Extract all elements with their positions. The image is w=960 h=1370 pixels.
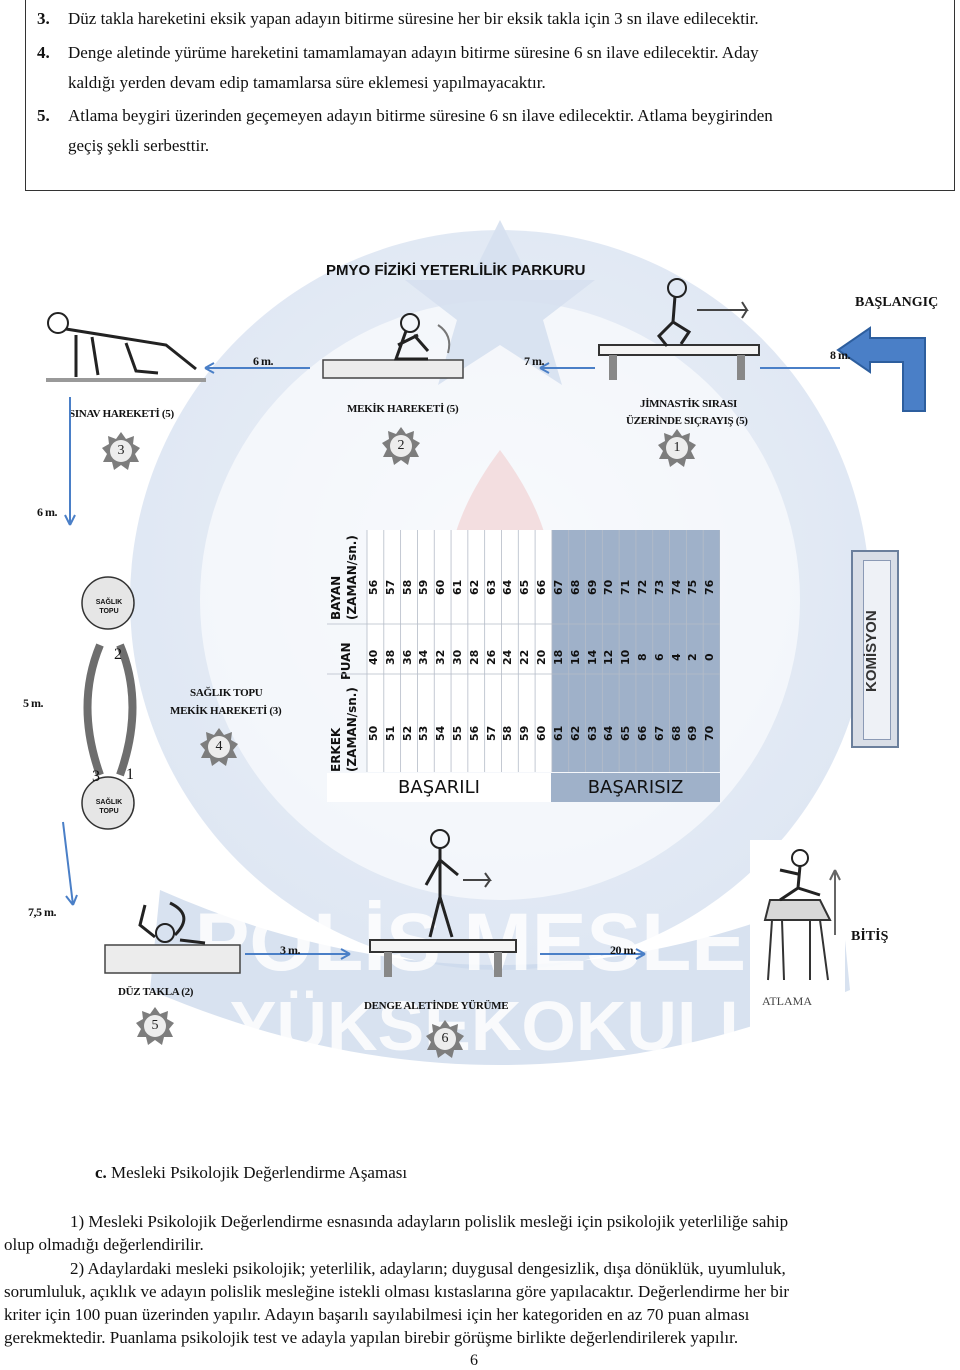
station-1-badge: 1 (657, 428, 697, 468)
distance-6m-left: 6 m. (37, 505, 58, 519)
station-2-badge: 2 (381, 426, 421, 466)
rule-4: 4.Denge aletinde yürüme hareketini tamam… (37, 43, 759, 62)
watermark-text-2: YÜKSEKOKULU (230, 987, 771, 1065)
watermark-ribbon (150, 890, 850, 1065)
station-7-label: ATLAMA (762, 994, 812, 1008)
para2-line2: sorumluluk, açıklık ve adayın polislik m… (4, 1282, 790, 1301)
distance-5m: 5 m. (23, 696, 44, 710)
distance-7-5m: 7,5 m. (28, 905, 57, 919)
para2-line4: gerekmektedir. Puanlama psikolojik test … (4, 1328, 739, 1347)
distance-20m: 20 m. (610, 943, 636, 957)
finish-label: BİTİŞ (851, 929, 889, 944)
distance-8m: 8 m. (830, 348, 851, 362)
station-1-label-1: JİMNASTİK SIRASI (640, 398, 737, 410)
cycle-number-3: 3 (92, 768, 100, 785)
fail-footer: BAŞARISIZ (551, 773, 720, 802)
rule-4-cont: kaldığı yerden devam edip tamamlarsa sür… (68, 73, 546, 92)
rule-5-cont: geçiş şekli serbesttir. (68, 136, 210, 155)
para2-line1: 2) Adaylardaki mesleki psikolojik; yeter… (70, 1259, 786, 1278)
section-heading: c. Mesleki Psikolojik Değerlendirme Aşam… (95, 1163, 408, 1182)
bench-jump-figure-icon (598, 278, 760, 380)
para2-line3: kriter için 100 puan üzerinden yapılır. … (4, 1305, 750, 1324)
cycle-number-2: 2 (114, 646, 122, 663)
station-4-badge: 4 (199, 727, 239, 767)
success-footer: BAŞARILI (327, 773, 551, 802)
para1-line2: olup olmadığı değerlendirilir. (4, 1235, 204, 1254)
station-2-label: MEKİK HAREKETİ (5) (347, 403, 459, 415)
rule-5: 5.Atlama beygiri üzerinden geçemeyen ada… (37, 106, 773, 125)
station-3-label: SINAV HAREKETİ (5) (69, 408, 174, 420)
left-arrow-down-1 (64, 397, 76, 526)
distance-3m: 3 m. (280, 943, 301, 957)
station-5-label: DÜZ TAKLA (2) (118, 986, 194, 998)
station-4-label-2: MEKİK HAREKETİ (3) (170, 705, 282, 717)
start-label: BAŞLANGIÇ (855, 295, 939, 310)
para1-line1: 1) Mesleki Psikolojik Değerlendirme esna… (70, 1212, 789, 1231)
station-1-label-2: ÜZERİNDE SIÇRAYIŞ (5) (626, 415, 748, 427)
top-row-arrows (204, 362, 840, 374)
distance-6m: 6 m. (253, 354, 274, 368)
distance-7m: 7 m. (524, 354, 545, 368)
bottom-row-arrows (245, 948, 646, 960)
page-number: 6 (470, 1352, 478, 1369)
commission-label: KOMİSYON (863, 610, 880, 692)
start-arrow-icon (836, 326, 926, 412)
rules-box (25, 0, 955, 191)
station-3-badge: 3 (101, 431, 141, 471)
rule-3: 3.Düz takla hareketini eksik yapan adayı… (37, 9, 759, 28)
station-4-label-1: SAĞLIK TOPU (190, 687, 263, 699)
commission-box: KOMİSYON (851, 550, 899, 748)
station-6-badge: 6 (425, 1019, 465, 1059)
medicine-ball-cycle (81, 576, 137, 830)
parkur-title: PMYO FİZİKİ YETERLİLİK PARKURU (326, 262, 586, 279)
roll-figure-icon (104, 901, 241, 974)
watermark-star-icon (405, 220, 595, 385)
cycle-number-1: 1 (126, 766, 134, 783)
score-table-gridlines (327, 530, 720, 772)
station-5-badge: 5 (135, 1006, 175, 1046)
station-6-label: DENGE ALETİNDE YÜRÜME (364, 1000, 509, 1012)
pushup-figure-icon (46, 312, 206, 382)
vault-figure-icon (750, 840, 845, 1055)
left-arrow-down-2 (62, 821, 78, 906)
balance-beam-figure-icon (369, 829, 517, 977)
situp-figure-icon (322, 313, 464, 379)
